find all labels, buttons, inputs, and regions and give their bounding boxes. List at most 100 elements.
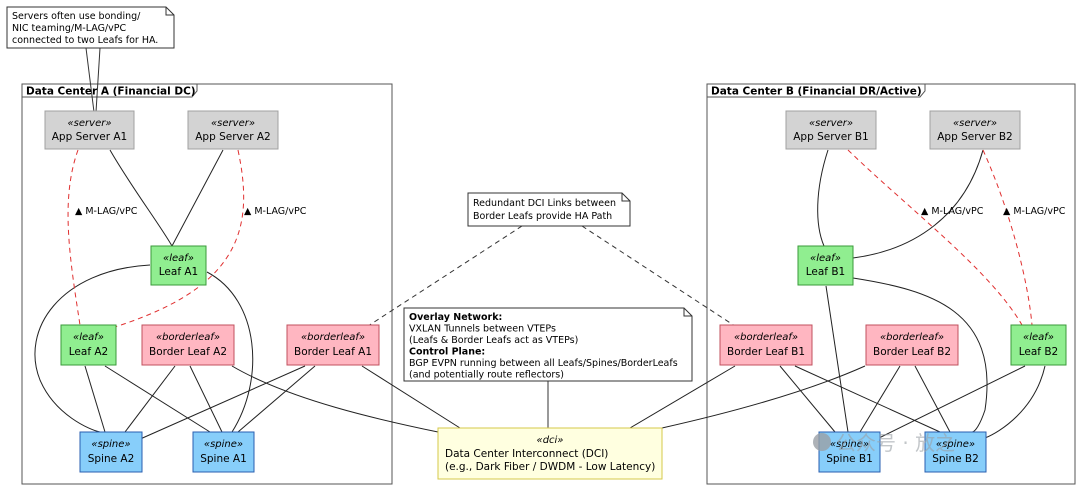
node-app-server-a2-stereotype: «server» <box>211 118 255 129</box>
node-dci-stereotype: «dci» <box>537 435 564 446</box>
node-leaf-a2: «leaf» Leaf A2 <box>60 324 117 366</box>
edge-leaf-b2-spine-b2 <box>984 365 1046 439</box>
node-app-server-a2: «server» App Server A2 <box>187 110 279 150</box>
edge-app-b1-leaf-b1 <box>817 149 829 247</box>
edge-leaf-a2-spine-a1 <box>104 365 211 433</box>
note-overlay-title: Overlay Network: <box>409 312 502 323</box>
edge-mlag-app-b1-leaf-b2 <box>847 149 1023 326</box>
note-edges <box>364 225 739 329</box>
edge-border-a2-spine-a1 <box>189 365 223 433</box>
node-spine-a2-stereotype: «spine» <box>91 439 130 450</box>
edge-border-b1-spine-b1 <box>779 365 836 433</box>
node-leaf-b2: «leaf» Leaf B2 <box>1010 324 1067 366</box>
node-app-server-a1-name: App Server A1 <box>52 131 127 143</box>
node-spine-a2-name: Spine A2 <box>88 453 135 465</box>
node-leaf-b1: «leaf» Leaf B1 <box>797 245 854 286</box>
edge-mlag-app-a1-leaf-a2 <box>67 149 81 326</box>
node-border-leaf-a2: «borderleaf» Border Leaf A2 <box>141 324 235 366</box>
edge-note-dci-border-a1 <box>364 225 523 329</box>
node-app-server-b1-stereotype: «server» <box>809 118 853 129</box>
node-app-server-b1: «server» App Server B1 <box>785 110 877 150</box>
node-leaf-b2-stereotype: «leaf» <box>1023 332 1054 343</box>
note-dci-links-line-2: Border Leafs provide HA Path <box>473 211 612 222</box>
edge-app-b2-leaf-b1 <box>852 149 984 259</box>
node-border-leaf-b1-name: Border Leaf B1 <box>727 346 805 358</box>
edge-leaf-a2-spine-a2 <box>84 365 106 433</box>
node-leaf-a1: «leaf» Leaf A1 <box>150 245 207 286</box>
node-leaf-a1-name: Leaf A1 <box>159 266 198 278</box>
note-anchors <box>85 47 549 428</box>
node-border-leaf-b2: «borderleaf» Border Leaf B2 <box>865 324 959 366</box>
node-spine-b1-stereotype: «spine» <box>830 439 869 450</box>
frame-dc-b: Data Center B (Financial DR/Active) <box>706 83 1076 485</box>
node-border-leaf-b1: «borderleaf» Border Leaf B1 <box>719 324 813 366</box>
node-spine-a1-name: Spine A1 <box>200 453 247 465</box>
node-spine-a2: «spine» Spine A2 <box>79 431 143 473</box>
node-border-leaf-b1-stereotype: «borderleaf» <box>734 332 798 343</box>
note-control-title: Control Plane: <box>409 347 485 358</box>
node-spine-b2: «spine» Spine B2 <box>924 431 987 473</box>
note-overlay-line-2: (Leafs & Border Leafs act as VTEPs) <box>409 335 578 346</box>
note-bonding-line-1: Servers often use bonding/ <box>12 11 141 22</box>
watermark-logo-icon <box>813 433 831 451</box>
node-app-server-b2: «server» App Server B2 <box>929 110 1021 150</box>
node-leaf-a2-stereotype: «leaf» <box>73 332 104 343</box>
node-leaf-a2-name: Leaf A2 <box>69 346 108 358</box>
note-bonding: Servers often use bonding/ NIC teaming/M… <box>6 6 175 49</box>
node-dci-detail: (e.g., Dark Fiber / DWDM - Low Latency) <box>445 461 655 473</box>
note-overlay-line-1: VXLAN Tunnels between VTEPs <box>409 324 556 335</box>
node-leaf-b2-name: Leaf B2 <box>1019 346 1058 358</box>
frame-dc-a: Data Center A (Financial DC) <box>21 83 393 485</box>
edges <box>34 149 1046 441</box>
node-border-leaf-a1: «borderleaf» Border Leaf A1 <box>286 324 380 366</box>
node-border-leaf-a2-stereotype: «borderleaf» <box>156 332 220 343</box>
node-app-server-b2-stereotype: «server» <box>953 118 997 129</box>
edge-label-mlag-b1: ▲ M-LAG/vPC <box>921 206 984 217</box>
edge-label-mlag-b2: ▲ M-LAG/vPC <box>1003 206 1066 217</box>
node-border-leaf-a2-name: Border Leaf A2 <box>149 346 227 358</box>
edge-app-a2-leaf-a1 <box>171 149 224 247</box>
edge-leaf-a1-spine-a2 <box>34 264 151 433</box>
edge-app-a1-leaf-a1 <box>109 149 173 247</box>
node-border-leaf-b2-stereotype: «borderleaf» <box>880 332 944 343</box>
note-dci-links-line-1: Redundant DCI Links between <box>473 198 616 209</box>
node-app-server-a1: «server» App Server A1 <box>44 110 135 150</box>
edge-border-a1-dci <box>361 365 461 429</box>
edge-border-a2-dci <box>231 365 439 433</box>
node-app-server-a1-stereotype: «server» <box>68 118 112 129</box>
note-bonding-line-3: connected to two Leafs for HA. <box>12 35 158 46</box>
node-spine-b1-name: Spine B1 <box>826 453 873 465</box>
node-dci: «dci» Data Center Interconnect (DCI) (e.… <box>437 427 663 480</box>
note-bonding-line-2: NIC teaming/M-LAG/vPC <box>12 23 126 34</box>
node-spine-a1: «spine» Spine A1 <box>192 431 255 473</box>
frame-dc-a-label: Data Center A (Financial DC) <box>26 86 196 98</box>
node-border-leaf-a1-stereotype: «borderleaf» <box>301 332 365 343</box>
edge-leaf-b1-spine-b1 <box>825 285 849 433</box>
node-leaf-a1-stereotype: «leaf» <box>163 253 194 264</box>
node-dci-name: Data Center Interconnect (DCI) <box>445 448 608 460</box>
edge-border-b2-spine-b2 <box>914 365 951 433</box>
edge-leaf-a1-spine-a1 <box>206 271 254 433</box>
node-app-server-b2-name: App Server B2 <box>937 131 1013 143</box>
mlag-edges <box>67 149 1033 331</box>
node-app-server-a2-name: App Server A2 <box>195 131 270 143</box>
node-app-server-b1-name: App Server B1 <box>793 131 869 143</box>
node-border-leaf-a1-name: Border Leaf A1 <box>294 346 372 358</box>
note-control-line-1: BGP EVPN running between all Leafs/Spine… <box>409 358 678 369</box>
edge-label-mlag-a2: ▲ M-LAG/vPC <box>244 206 307 217</box>
edge-border-a2-spine-a2 <box>124 365 176 433</box>
note-control-line-2: (and potentially route reflectors) <box>409 370 564 381</box>
edge-mlag-app-a2-leaf-a2 <box>104 149 245 331</box>
edge-leaf-b1-spine-b2 <box>852 277 988 433</box>
edge-border-b1-dci <box>629 365 736 429</box>
edge-border-b2-spine-b1 <box>859 365 901 433</box>
node-spine-a1-stereotype: «spine» <box>204 439 243 450</box>
edge-leaf-b2-spine-b1 <box>874 365 1026 441</box>
edge-border-b1-spine-b2 <box>794 365 941 433</box>
edge-note-bonding-app-a1 <box>85 47 95 113</box>
node-spine-b2-name: Spine B2 <box>932 453 979 465</box>
edge-note-bonding-app-a1-2 <box>95 47 101 113</box>
note-dci-links: Redundant DCI Links between Border Leafs… <box>467 192 631 227</box>
frame-dc-b-label: Data Center B (Financial DR/Active) <box>711 86 922 98</box>
